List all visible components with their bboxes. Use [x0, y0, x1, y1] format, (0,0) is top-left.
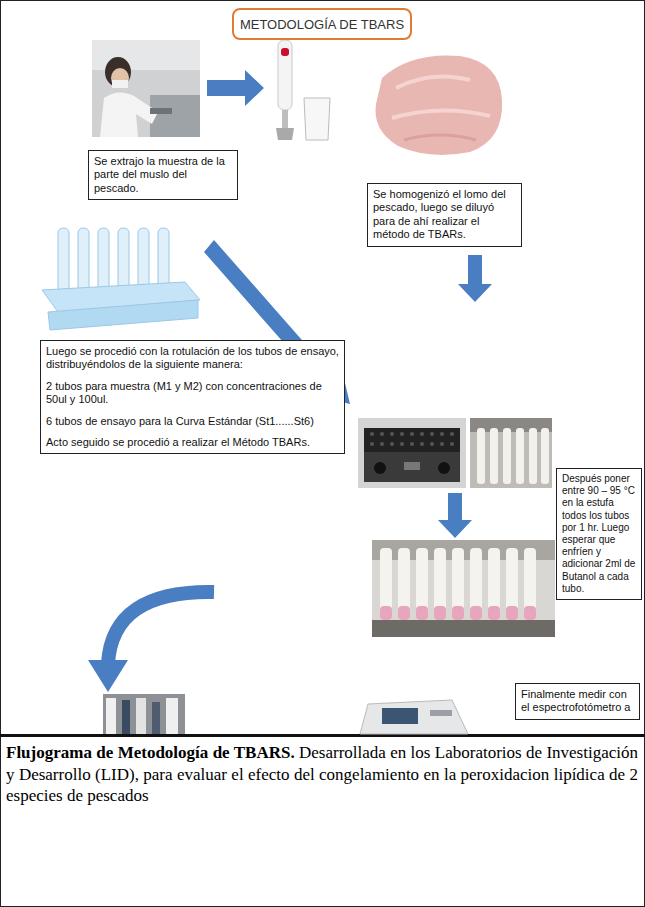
process-box: Se homogenizó el lomo del pescado, luego… [367, 183, 522, 247]
lab-shelf-photo [103, 694, 185, 734]
fish-picture [375, 55, 502, 154]
separator-line [0, 734, 645, 737]
step-text: Se extrajo la muestra de la parte del mu… [94, 155, 232, 195]
flow-arrow [438, 493, 472, 538]
tubes-photo [470, 418, 552, 488]
title-box: METODOLOGÍA DE TBARS [232, 8, 412, 40]
process-box: Después poner entre 90 – 95 °C en la est… [556, 468, 642, 600]
flow-arrow [458, 255, 492, 302]
test-tube-rack [42, 228, 200, 330]
step-text: Se homogenizó el lomo del pescado, luego… [373, 188, 516, 242]
lab-photo [92, 40, 200, 137]
caption-text: Flujograma de Metodología de TBARS. [6, 743, 295, 762]
heating-block-photo [358, 418, 466, 488]
tubes-in-rack-photo [372, 540, 555, 637]
process-box: Finalmente medir con el espectrofotómetr… [515, 683, 640, 720]
process-box: Luego se procedió con la rotulación de l… [40, 340, 345, 454]
spectrophotometer-picture [360, 700, 468, 734]
figure-caption: Flujograma de Metodología de TBARS. Desa… [6, 742, 638, 807]
step-text: 6 tubos de ensayo para la Curva Estándar… [46, 415, 339, 428]
flow-arrow [207, 70, 264, 106]
process-box: Se extrajo la muestra de la parte del mu… [88, 150, 238, 200]
step-text: Luego se procedió con la rotulación de l… [46, 345, 339, 372]
title-text: METODOLOGÍA DE TBARS [240, 17, 404, 32]
step-text: Finalmente medir con el espectrofotómetr… [521, 688, 634, 715]
step-text: Acto seguido se procedió a realizar el M… [46, 436, 339, 449]
step-text: Después poner entre 90 – 95 °C en la est… [562, 473, 636, 595]
flow-arrow [88, 592, 214, 692]
blender-picture [276, 40, 330, 140]
step-text: 2 tubos para muestra (M1 y M2) con conce… [46, 380, 339, 407]
